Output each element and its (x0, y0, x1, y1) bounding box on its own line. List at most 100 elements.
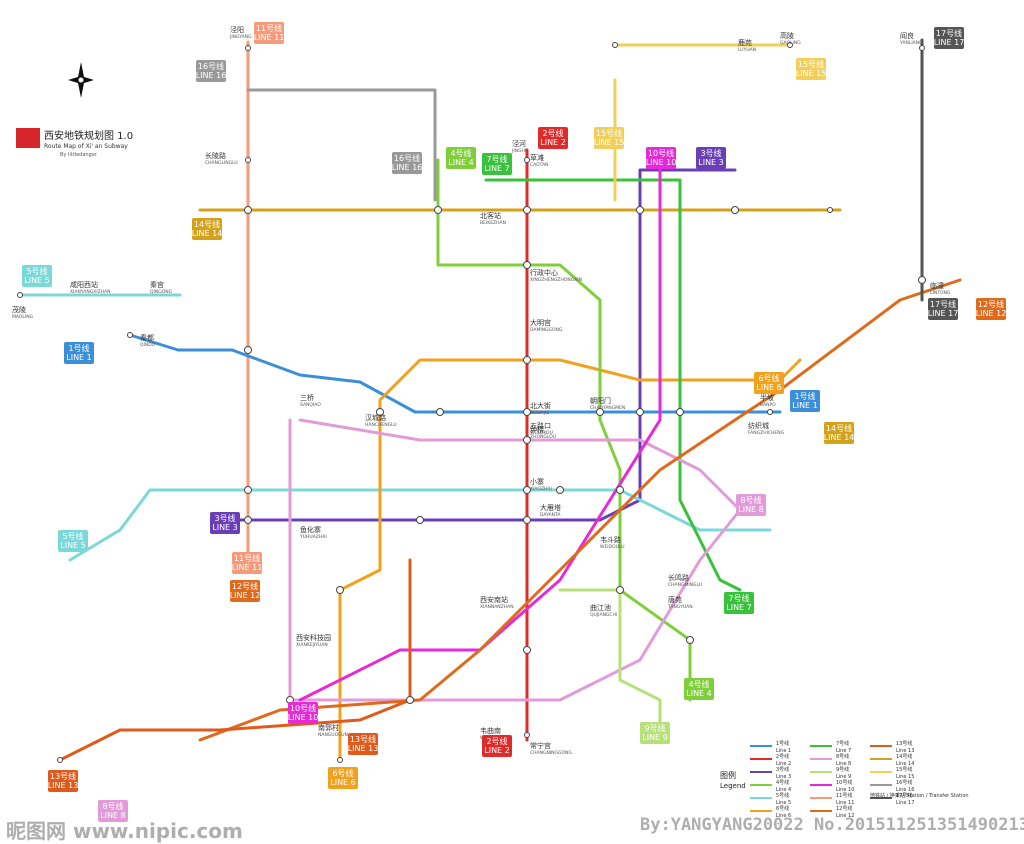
legend-zh: 12号线 (836, 806, 853, 812)
legend-swatch (750, 810, 772, 812)
station-name-en: CHANGMINGLU (668, 582, 702, 588)
line-badge-bg (538, 127, 568, 149)
station-name-zh: 北客站 (480, 211, 501, 220)
station-name-en: XIANNANZHAN (480, 604, 514, 610)
line-badge-zh: 12号线 (978, 299, 1004, 309)
legend-swatch (750, 758, 772, 760)
legend-en: Line 2 (776, 761, 792, 767)
station-dot (612, 42, 618, 48)
line-8-path (288, 418, 742, 702)
station-name-zh: 鱼化寨 (300, 525, 321, 534)
legend-zh: 1号线 (776, 741, 790, 747)
station-dot (57, 757, 63, 763)
line-badge-zh: 9号线 (644, 723, 665, 733)
line-badge-en: LINE 3 (212, 523, 238, 532)
line-badge-zh: 13号线 (350, 734, 376, 744)
station-name-en: YUHUAZHAI (299, 534, 327, 540)
legend-title-en: Legend (720, 782, 746, 790)
line-1-path (128, 333, 782, 414)
station-dot (244, 346, 252, 354)
station-name-en: TANGYUAN (667, 604, 693, 610)
line-badge-bg (230, 580, 260, 602)
legend-en: Line 14 (896, 761, 915, 767)
legend-swatch (750, 797, 772, 799)
station-name-zh: 韦曲南 (480, 726, 501, 735)
line-badge-zh: 5号线 (62, 531, 83, 541)
station-dot (376, 408, 384, 416)
line-badge-en: LINE 2 (484, 746, 510, 755)
watermark-left: 昵图网 www.nipic.com (6, 819, 243, 843)
station-name-en: WEIDOULU (600, 544, 625, 550)
line-5-path (68, 488, 772, 562)
station-dot (244, 516, 252, 524)
line-badge-bg (64, 342, 94, 364)
station-name-en: CHANGNINGGONG (530, 750, 572, 756)
subway-logo (16, 128, 40, 148)
line-badge-zh: 11号线 (256, 23, 282, 33)
line-badge-en: LINE 16 (392, 163, 423, 172)
legend-zh: 16号线 (896, 780, 913, 786)
station-name-zh: 大明宫 (530, 318, 551, 327)
legend-zh: 3号线 (776, 767, 790, 773)
legend-swatch (810, 758, 832, 760)
station-name-en: GAOLING (780, 40, 801, 46)
legend-zh: 10号线 (836, 780, 853, 786)
station-name-zh: 北大街 (530, 401, 551, 410)
legend-en: Line 9 (836, 774, 852, 780)
line-16-path (246, 88, 437, 202)
station-name-en: ZHONGLOU (530, 434, 556, 440)
legend-swatch (870, 771, 892, 773)
line-12-path (198, 278, 962, 742)
line-badge-bg (934, 27, 964, 49)
line-badge-zh: 15号线 (798, 59, 824, 69)
line-badge-bg (196, 60, 226, 82)
station-name-en: LUYUAN (738, 47, 756, 53)
line-badge-en: LINE 9 (642, 733, 668, 742)
station-name-en: NANGUOCUN (318, 732, 348, 738)
legend-swatch (870, 745, 892, 747)
station-dot (556, 486, 564, 494)
line-badge-bg (58, 530, 88, 552)
legend-en: Line 8 (836, 761, 852, 767)
station-dot (636, 408, 644, 416)
legend-zh: 2号线 (776, 754, 790, 760)
station-name-zh: 行政中心 (530, 268, 558, 277)
legend-station-note: 地铁站 / 换乘站 Station / Transfer Station (870, 793, 969, 799)
station-dot (636, 206, 644, 214)
station-name-zh: 秦都 (140, 333, 154, 342)
line-badge-zh: 4号线 (450, 148, 471, 158)
station-dot (245, 45, 251, 51)
station-name-en: DAMINGGONG (530, 327, 563, 333)
legend-zh: 7号线 (836, 741, 850, 747)
